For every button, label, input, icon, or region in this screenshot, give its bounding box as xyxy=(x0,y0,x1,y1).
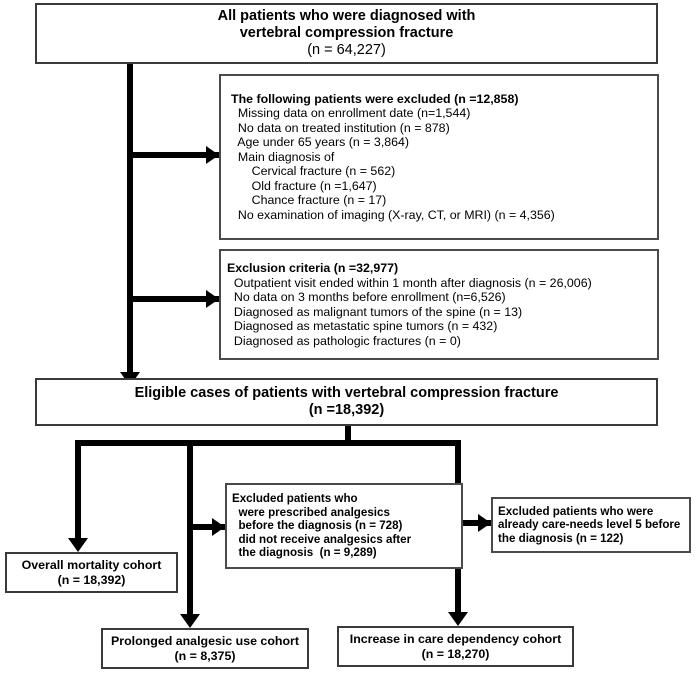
text-line: The following patients were excluded (n … xyxy=(231,91,519,106)
text-line: Eligible cases of patients with vertebra… xyxy=(134,385,559,402)
eligible-stem-down xyxy=(345,426,351,446)
branch-to-first-exclusion-arrow xyxy=(206,146,219,164)
prolonged-analgesic-cohort-box: Prolonged analgesic use cohort(n = 8,375… xyxy=(101,628,309,669)
text-line: Outpatient visit ended within 1 month af… xyxy=(227,275,592,290)
text-line: (n =18,392) xyxy=(308,402,385,418)
text-line: Excluded patients who were xyxy=(498,504,654,518)
text-line: before the diagnosis (n = 728) xyxy=(232,519,403,533)
branch-to-excluded-care-needs-arrow xyxy=(478,514,491,532)
text-line: (n = 8,375) xyxy=(174,648,236,663)
exclusion-criteria-box: Exclusion criteria (n =32,977) Outpatien… xyxy=(219,249,659,360)
text-line: (n = 18,270) xyxy=(421,646,490,661)
split-bus-horizontal xyxy=(75,440,461,446)
text-line: All patients who were diagnosed with xyxy=(217,8,476,25)
text-line: Excluded patients who xyxy=(232,492,358,506)
prolonged-analgesic-text: Prolonged analgesic use cohort(n = 8,375… xyxy=(103,630,307,667)
drop-to-overall-mortality-line xyxy=(75,440,81,545)
excluded-analgesics-text: Excluded patients who were prescribed an… xyxy=(227,485,466,567)
branch-to-exclusion-criteria-line xyxy=(127,296,220,302)
text-line: vertebral compression fracture xyxy=(239,25,454,42)
overall-mortality-text: Overall mortality cohort(n = 18,392) xyxy=(7,554,176,591)
text-line: Exclusion criteria (n =32,977) xyxy=(227,261,399,275)
drop-to-prolonged-analgesic-arrow xyxy=(180,614,200,628)
text-line: No data on 3 months before enrollment (n… xyxy=(227,290,506,304)
eligible-cases-text: Eligible cases of patients with vertebra… xyxy=(37,380,656,424)
branch-to-exclusion-criteria-arrow xyxy=(206,290,219,308)
exclusion-criteria-text: Exclusion criteria (n =32,977) Outpatien… xyxy=(221,251,663,358)
text-line: Missing data on enrollment date (n=1,544… xyxy=(231,106,471,121)
text-line: Diagnosed as pathologic fractures (n = 0… xyxy=(227,333,461,348)
text-line: Old fracture (n =1,647) xyxy=(231,178,377,193)
text-line: Diagnosed as malignant tumors of the spi… xyxy=(227,304,523,319)
drop-to-prolonged-analgesic-line xyxy=(187,440,193,620)
text-line: (n = 64,227) xyxy=(307,41,386,58)
text-line: Age under 65 years (n = 3,864) xyxy=(231,135,410,150)
trunk-main-vertical xyxy=(127,63,133,385)
text-line: Prolonged analgesic use cohort xyxy=(111,634,299,648)
text-line: Increase in care dependency cohort xyxy=(349,632,562,646)
branch-to-excluded-care-needs-line xyxy=(455,520,491,526)
eligible-cases-box: Eligible cases of patients with vertebra… xyxy=(35,378,658,426)
text-line: did not receive analgesics after xyxy=(232,532,412,546)
drop-to-care-dependency-arrow xyxy=(448,612,468,626)
text-line: Chance fracture (n = 17) xyxy=(231,193,387,208)
text-line: were prescribed analgesics xyxy=(232,505,390,519)
branch-to-excluded-analgesics-line xyxy=(187,524,225,530)
first-exclusion-text: The following patients were excluded (n … xyxy=(221,76,667,238)
text-line: the diagnosis (n = 122) xyxy=(498,531,624,545)
care-dependency-text: Increase in care dependency cohort(n = 1… xyxy=(339,628,572,665)
text-line: (n = 18,392) xyxy=(57,572,126,587)
text-line: Overall mortality cohort xyxy=(21,558,162,572)
text-line: the diagnosis (n = 9,289) xyxy=(232,546,377,560)
text-line: Cervical fracture (n = 562) xyxy=(231,164,396,179)
text-line: Main diagnosis of xyxy=(231,149,335,164)
branch-to-excluded-analgesics-arrow xyxy=(212,518,225,536)
first-exclusion-box: The following patients were excluded (n … xyxy=(219,74,659,240)
excluded-analgesics-box: Excluded patients who were prescribed an… xyxy=(225,483,463,569)
overall-mortality-cohort-box: Overall mortality cohort(n = 18,392) xyxy=(5,552,178,593)
text-line: No examination of imaging (X-ray, CT, or… xyxy=(231,207,555,222)
text-line: Diagnosed as metastatic spine tumors (n … xyxy=(227,319,498,333)
text-line: already care-needs level 5 before xyxy=(498,518,681,532)
drop-to-overall-mortality-arrow xyxy=(68,538,88,552)
care-dependency-cohort-box: Increase in care dependency cohort(n = 1… xyxy=(337,626,574,667)
text-line: No data on treated institution (n = 878) xyxy=(231,120,450,135)
branch-to-first-exclusion-line xyxy=(127,152,220,158)
